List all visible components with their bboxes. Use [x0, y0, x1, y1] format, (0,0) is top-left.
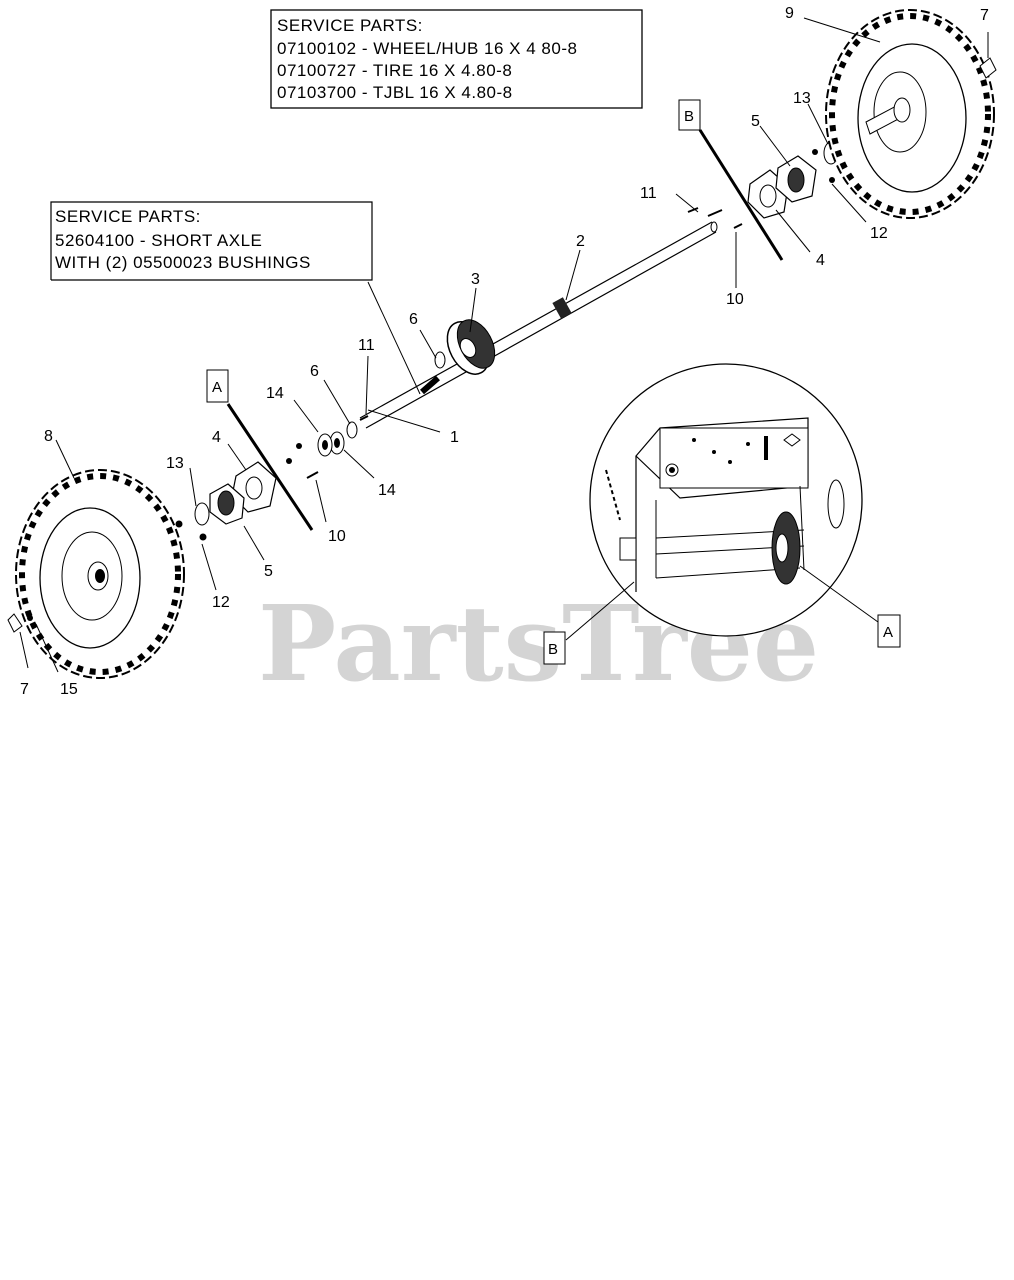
callout-12-left: 12: [212, 594, 230, 611]
callout-13-right: 13: [793, 90, 811, 107]
callout-12-right: 12: [870, 225, 888, 242]
callout-10-right: 10: [726, 291, 744, 308]
callout-7-left: 7: [20, 681, 29, 698]
right-bearing-flanges: [687, 141, 839, 229]
ref-label-b-1: B: [684, 108, 694, 125]
axle-shaft: [359, 221, 718, 429]
ref-label-a-1: A: [212, 379, 222, 396]
ref-label-a-2: A: [883, 624, 893, 641]
service-parts-box-wheel: SERVICE PARTS: 07100102 - WHEEL/HUB 16 X…: [270, 9, 643, 109]
service-parts-box-axle: SERVICE PARTS: 52604100 - SHORT AXLE WIT…: [50, 201, 421, 395]
callout-5-right: 5: [751, 113, 760, 130]
callout-4-right: 4: [816, 252, 825, 269]
left-bushings: [286, 351, 446, 479]
left-bearing-flanges: [175, 461, 277, 541]
wheel-box-line-4: 07103700 - TJBL 16 X 4.80-8: [277, 83, 513, 102]
axle-box-line-1: SERVICE PARTS:: [55, 207, 201, 226]
wheel-box-line-3: 07100727 - TIRE 16 X 4.80-8: [277, 61, 512, 80]
callout-6-lower: 6: [310, 363, 319, 380]
callout-3: 3: [471, 271, 480, 288]
callout-5-left: 5: [264, 563, 273, 580]
ref-label-b-2: B: [548, 641, 558, 658]
axle-box-line-2: 52604100 - SHORT AXLE: [55, 231, 262, 250]
callout-4-left: 4: [212, 429, 221, 446]
callout-6-upper: 6: [409, 311, 418, 328]
callout-9: 9: [785, 5, 794, 22]
callout-11-left: 11: [358, 337, 375, 354]
callout-1: 1: [450, 429, 459, 446]
callout-10-left: 10: [328, 528, 346, 545]
left-valve-stem: [7, 613, 59, 673]
callout-7-right: 7: [980, 7, 989, 24]
reference-line-a: A: [206, 369, 314, 531]
callout-14-lower: 14: [378, 482, 396, 499]
callout-14-upper: 14: [266, 385, 284, 402]
leader-lines: [55, 17, 881, 591]
drive-gear: [446, 319, 496, 375]
callout-11-right: 11: [640, 185, 657, 202]
callout-8: 8: [44, 428, 53, 445]
callout-15: 15: [60, 681, 78, 698]
wheel-box-line-1: SERVICE PARTS:: [277, 16, 423, 35]
callout-2: 2: [576, 233, 585, 250]
callout-13-left: 13: [166, 455, 184, 472]
left-wheel: [15, 469, 185, 679]
right-valve-stem: [979, 32, 997, 79]
right-wheel: [825, 9, 995, 219]
axle-box-line-3: WITH (2) 05500023 BUSHINGS: [55, 253, 311, 272]
inset-detail-view: A B: [543, 363, 901, 665]
reference-line-b: B: [678, 99, 784, 261]
wheel-box-line-2: 07100102 - WHEEL/HUB 16 X 4 80-8: [277, 39, 577, 58]
